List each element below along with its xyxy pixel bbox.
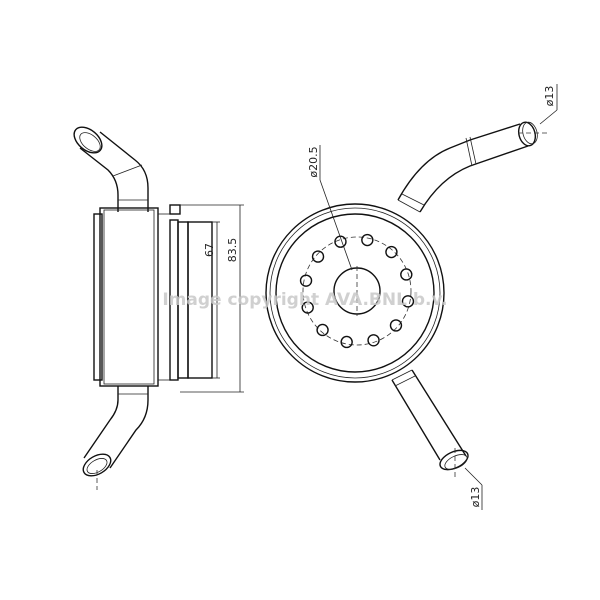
mounting-flange bbox=[93, 213, 103, 381]
bolt-hole bbox=[389, 319, 403, 332]
bolt-hole bbox=[401, 295, 415, 308]
lower-pipe-end-side bbox=[82, 453, 112, 477]
upper-pipe-end-side bbox=[73, 126, 103, 154]
dimension-upper-pipe: ø13 bbox=[543, 86, 556, 107]
inner-ring bbox=[275, 213, 435, 373]
leader-bore bbox=[319, 179, 353, 271]
dimension-bore: ø20.5 bbox=[307, 146, 320, 177]
fin-stack-3 bbox=[187, 221, 213, 379]
lower-pipe-front bbox=[391, 379, 441, 461]
front-dimensions: ø20.5 ø13 ø13 bbox=[307, 84, 558, 510]
dimension-83-5: 83.5 bbox=[226, 238, 239, 263]
outer-housing bbox=[265, 203, 445, 383]
bolt-hole bbox=[385, 245, 398, 259]
bolt-hole bbox=[316, 323, 329, 337]
bolt-hole bbox=[299, 274, 313, 287]
bolt-hole bbox=[367, 334, 380, 347]
bolt-hole bbox=[311, 250, 325, 263]
bolt-holes bbox=[299, 233, 415, 349]
bolt-hole bbox=[400, 268, 413, 281]
cooler-body-side bbox=[99, 207, 159, 387]
lower-pipe-end-front bbox=[439, 449, 469, 471]
upper-pipe-front bbox=[397, 123, 521, 201]
bolt-hole bbox=[361, 233, 374, 247]
bolt-hole bbox=[301, 301, 314, 314]
watermark: Image copyright AVA.BNL b.v. bbox=[162, 290, 447, 310]
lower-pipe-side bbox=[83, 386, 119, 459]
bolt-circle bbox=[302, 236, 412, 346]
upper-pipe-side bbox=[79, 147, 119, 212]
dimension-lower-pipe: ø13 bbox=[469, 487, 482, 508]
upper-pipe-end-front bbox=[517, 121, 537, 147]
bolt-hole bbox=[340, 335, 353, 349]
front-view bbox=[265, 121, 548, 480]
side-view bbox=[73, 126, 213, 490]
dimension-67: 67 bbox=[203, 243, 216, 257]
side-dimensions: 67 83.5 bbox=[180, 204, 244, 393]
bolt-hole bbox=[334, 235, 347, 248]
